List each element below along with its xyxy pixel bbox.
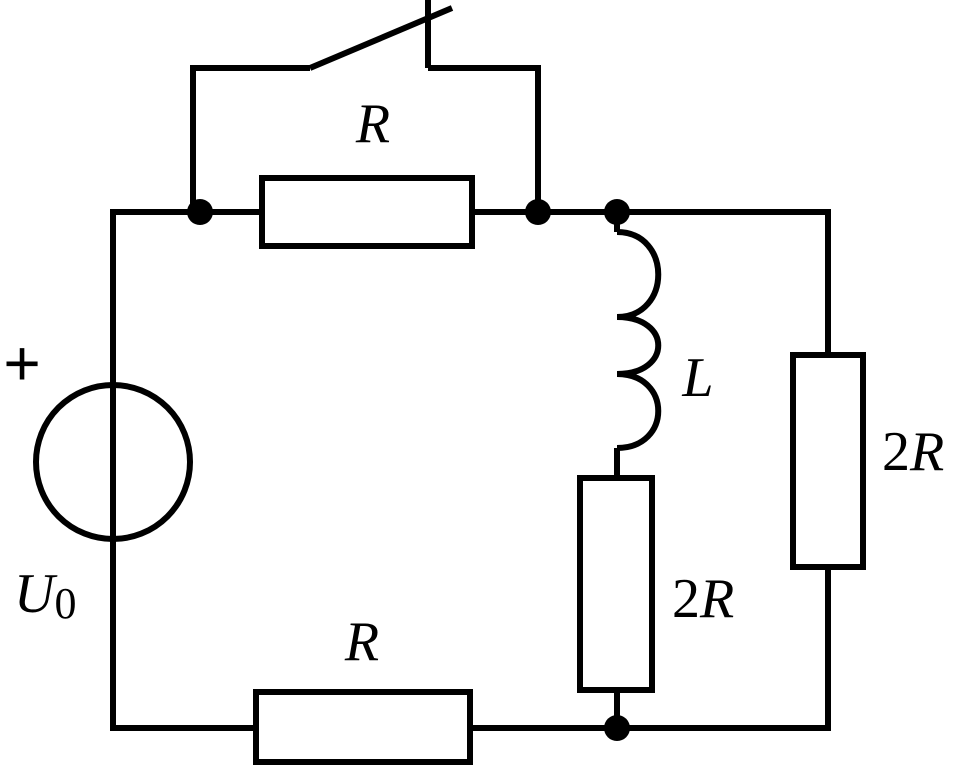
source-plus-sign: + [3,327,40,399]
resistor-right-label: 2R [882,421,944,483]
junction-dot-top-mid [525,199,551,225]
wire-left-loop [110,209,256,731]
resistor-middle-label: 2R [672,568,734,630]
resistor-right-symbol: R [909,421,944,483]
wire-switch-right [428,65,541,212]
resistor-bottom-label: R [344,611,379,673]
resistor-middle [577,475,655,693]
junction-dot-top-right [604,199,630,225]
wire-switch-left [190,65,310,212]
voltage-source-circle [33,382,193,542]
resistor-right-coef: 2 [882,421,910,483]
resistor-bottom [253,689,473,765]
source-symbol: U [14,563,58,625]
resistor-top [259,175,475,249]
wire-right-bottom [470,567,831,731]
junction-dot-top-left [187,199,213,225]
resistor-top-label: R [355,93,390,155]
junction-dot-bottom [604,715,630,741]
resistor-middle-coef: 2 [672,568,700,630]
source-subscript: 0 [54,579,76,628]
source-label: U0 [14,563,76,628]
resistor-middle-symbol: R [699,568,734,630]
inductor-label: L [681,347,713,409]
wire-top-mid [472,209,831,355]
inductor-coil [616,229,662,451]
resistor-right [790,352,866,570]
